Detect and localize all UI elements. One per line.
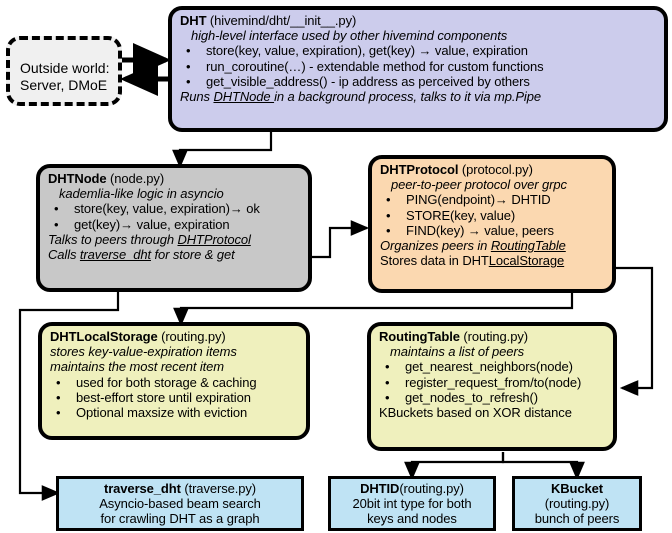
dhtnode-subtitle: kademlia-like logic in asyncio: [59, 186, 224, 202]
dhtprotocol-box: DHTProtocol (protocol.py) peer-to-peer p…: [368, 155, 616, 293]
traverse-dht-line-2: Asyncio-based beam search: [99, 496, 261, 512]
dhtlocalstorage-subtitle-1: stores key-value-expiration items: [50, 344, 237, 360]
traverse-dht-title: traverse_dht: [103, 481, 181, 496]
dhtnode-footer1-pre: Talks to peers through: [48, 231, 178, 247]
dhtnode-link-dhtprotocol[interactable]: DHTProtocol: [177, 231, 251, 247]
kbucket-box: KBucket (routing.py) bunch of peers: [512, 476, 642, 531]
dhtnode-title: DHTNode: [48, 171, 107, 186]
kbucket-file: (routing.py): [544, 496, 610, 512]
arrow-routingtable-to-dhtid: [404, 452, 505, 481]
dhtid-file: (routing.py): [399, 481, 464, 496]
dhtprotocol-title-line: DHTProtocol (protocol.py): [380, 162, 606, 177]
arrow-dhtnode-to-dhtprotocol: [310, 220, 370, 259]
dhtprotocol-footer2-pre: Stores data in DHT: [380, 253, 489, 269]
dhtprotocol-footer-2: Stores data in DHTLocalStorage: [380, 253, 606, 268]
dhtlocalstorage-bullet-1: best-effort store until expiration: [50, 390, 300, 405]
routingtable-file: (routing.py): [459, 329, 528, 344]
routingtable-footer: KBuckets based on XOR distance: [379, 405, 572, 421]
dhtid-box: DHTID(routing.py) 20bit int type for bot…: [328, 476, 496, 531]
dhtnode-footer2-post: for store & get: [150, 247, 235, 263]
dht-footer-pre: Runs: [180, 89, 214, 105]
dhtnode-file: (node.py): [106, 171, 165, 186]
routingtable-bullet-0: get_nearest_neighbors(node): [379, 359, 607, 374]
dht-bullet-2: get_visible_address() - ip address as pe…: [180, 74, 658, 89]
dht-subtitle: high-level interface used by other hivem…: [191, 28, 508, 44]
dhtlocalstorage-box: DHTLocalStorage (routing.py) stores key-…: [38, 322, 310, 440]
dht-file: (hivemind/dht/__init__.py): [206, 13, 357, 28]
dhtnode-footer-1: Talks to peers through DHTProtocol: [48, 232, 302, 247]
routingtable-subtitle: maintains a list of peers: [390, 344, 525, 360]
dhtprotocol-footer-1: Organizes peers in RoutingTable: [380, 238, 606, 253]
dhtlocalstorage-file: (routing.py): [157, 329, 226, 344]
dhtid-line-3: keys and nodes: [367, 511, 457, 527]
dhtnode-link-traverse-dht[interactable]: traverse_dht: [79, 247, 151, 263]
outside-world-line-1: Outside world:: [20, 60, 110, 76]
routingtable-title-line: RoutingTable (routing.py): [379, 329, 607, 344]
dhtlocalstorage-bullet-0: used for both storage & caching: [50, 375, 300, 390]
dhtid-title-line: DHTID(routing.py): [331, 481, 493, 496]
dhtprotocol-subtitle: peer-to-peer protocol over grpc: [391, 177, 567, 193]
kbucket-title: KBucket: [550, 481, 604, 496]
dhtprotocol-bullet-1: STORE(key, value): [380, 208, 606, 223]
dhtprotocol-title: DHTProtocol: [380, 162, 459, 177]
dhtnode-box: DHTNode (node.py) kademlia-like logic in…: [36, 164, 312, 292]
dhtnode-bullet-0: store(key, value, expiration)→ ok: [48, 201, 302, 216]
outside-world-text: Outside world: Server, DMoE: [10, 40, 118, 94]
dht-footer: Runs DHTNode in a background process, ta…: [180, 89, 658, 104]
dht-title: DHT: [180, 13, 207, 28]
traverse-dht-box: traverse_dht (traverse.py) Asyncio-based…: [56, 476, 304, 531]
dht-box: DHT (hivemind/dht/__init__.py) high-leve…: [168, 6, 668, 132]
dhtprotocol-footer1-pre: Organizes peers in: [380, 238, 491, 254]
arrow-dhtprotocol-to-dhtlocalstorage: [173, 293, 574, 327]
arrow-routingtable-to-kbucket: [501, 452, 585, 481]
outside-world-box: Outside world: Server, DMoE: [6, 36, 122, 106]
routingtable-bullet-1: register_request_from/to(node): [379, 375, 607, 390]
dhtprotocol-file: (protocol.py): [458, 162, 533, 177]
dhtlocalstorage-subtitle-2: maintains the most recent item: [50, 359, 225, 375]
dht-footer-post: in a background process, talks to it via…: [274, 89, 541, 105]
dht-bullet-1: run_coroutine(…) - extendable method for…: [180, 59, 658, 74]
dhtlocalstorage-title: DHTLocalStorage: [50, 329, 158, 344]
dhtprotocol-bullet-0: PING(endpoint)→ DHTID: [380, 192, 606, 207]
traverse-dht-title-line: traverse_dht (traverse.py): [59, 481, 301, 496]
traverse-dht-line-3: for crawling DHT as a graph: [100, 511, 260, 527]
kbucket-line-3: bunch of peers: [534, 511, 620, 527]
dhtnode-footer-2: Calls traverse_dht for store & get: [48, 247, 302, 262]
dhtnode-title-line: DHTNode (node.py): [48, 171, 302, 186]
dhtid-title: DHTID: [360, 481, 400, 496]
dhtnode-footer2-pre: Calls: [48, 247, 80, 263]
dhtprotocol-bullet-2: FIND(key) → value, peers: [380, 223, 606, 238]
traverse-dht-file: (traverse.py): [180, 481, 257, 496]
routingtable-bullet-2: get_nodes_to_refresh(): [379, 390, 607, 405]
dhtnode-bullet-1: get(key)→ value, expiration: [48, 217, 302, 232]
arrow-dhtprotocol-to-routingtable: [612, 266, 654, 396]
dhtprotocol-link-localstorage[interactable]: LocalStorage: [488, 253, 565, 269]
dhtprotocol-link-routingtable[interactable]: RoutingTable: [490, 238, 566, 254]
dhtid-line-2: 20bit int type for both: [352, 496, 472, 512]
dht-title-line: DHT (hivemind/dht/__init__.py): [180, 13, 658, 28]
arrow-dht-to-dhtnode: [172, 131, 273, 169]
dhtlocalstorage-bullet-2: Optional maxsize with eviction: [50, 405, 300, 420]
dht-bullet-0: store(key, value, expiration), get(key) …: [180, 43, 658, 58]
dhtlocalstorage-title-line: DHTLocalStorage (routing.py): [50, 329, 300, 344]
routingtable-title: RoutingTable: [379, 329, 460, 344]
outside-world-line-2: Server, DMoE: [20, 77, 108, 93]
routingtable-box: RoutingTable (routing.py) maintains a li…: [367, 322, 617, 451]
dht-footer-link-dhtnode[interactable]: DHTNode: [213, 89, 275, 105]
